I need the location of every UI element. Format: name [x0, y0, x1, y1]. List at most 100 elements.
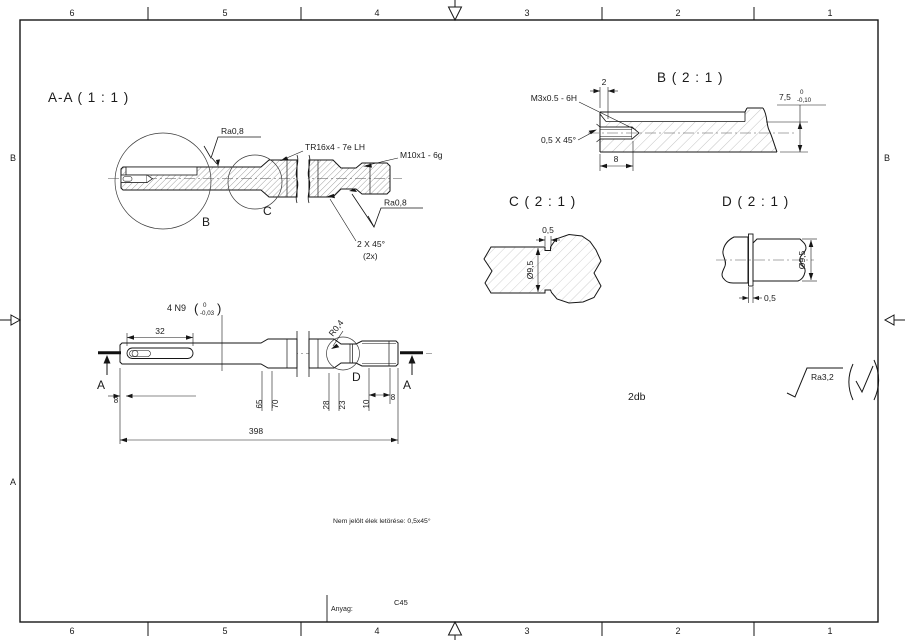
leader-arrow [331, 343, 340, 349]
main-dim-8-right: 8 [391, 393, 396, 402]
aa-m10-label: M10x1 - 6g [400, 150, 443, 160]
leader-arrow [363, 163, 372, 168]
aa-keyway [125, 166, 198, 176]
d-dim-05-text: 0,5 [764, 293, 776, 303]
aa-thread-label: TR16x4 - 7e LH [305, 142, 365, 152]
b-dim-2-text: 2 [602, 77, 607, 87]
main-keyway-label: 4 N9 [167, 303, 186, 313]
c-dim-dia-text: Ø9,5 [525, 261, 535, 280]
main-dim-32 [126, 333, 194, 346]
surface-finish-value: Ra3,2 [811, 372, 834, 382]
aa-detail-circle-c [227, 154, 283, 210]
main-dim-28: 28 [322, 400, 331, 409]
paren-right [873, 359, 879, 401]
c-body [483, 233, 602, 304]
main-detail-d-label: D [352, 370, 361, 384]
d-dim-05 [739, 287, 762, 303]
main-dim-total-text: 398 [249, 426, 263, 436]
view-detail-b: B ( 2 : 1 ) 2 [531, 70, 826, 171]
zone-bottom-6: 6 [69, 626, 74, 636]
aa-shaft-right [308, 159, 391, 198]
frame-border [19, 19, 879, 623]
main-dim-total [120, 437, 398, 443]
b-dim-75-text: 7,5 [779, 92, 791, 102]
leader-arrow [216, 159, 220, 167]
center-mark-right [883, 314, 905, 326]
leader-arrow [349, 188, 357, 192]
c-dim-05-text: 0,5 [542, 225, 554, 235]
zone-bottom-1: 1 [827, 626, 832, 636]
aa-surface-finish-right [349, 188, 423, 228]
center-mark-top [447, 0, 463, 22]
main-extension-lines [108, 368, 399, 444]
main-section-plane [98, 351, 423, 375]
b-tol-high: 0 [800, 89, 804, 96]
zone-labels: 6 5 4 3 2 1 6 5 4 3 2 1 B A B [10, 8, 890, 636]
aa-chamfer-label: 2 X 45° [357, 239, 385, 249]
zone-bottom-2: 2 [675, 626, 680, 636]
aa-ra-top-label: Ra0,8 [221, 126, 244, 136]
main-dim-70: 70 [271, 399, 280, 408]
aa-detail-c-label: C [263, 204, 272, 218]
b-dim-8 [599, 141, 634, 171]
main-keyway-tol-low: -0,03 [200, 310, 215, 317]
d-dim-dia [802, 238, 817, 282]
row-left-b: B [10, 153, 16, 163]
b-m3-label: M3x0.5 - 6H [531, 93, 577, 103]
center-mark-bottom [447, 620, 463, 640]
main-keyway-callout: 4 N9 ( 0 -0,03 ) [167, 301, 223, 371]
c-dim-dia [535, 248, 541, 292]
center-mark-left [0, 314, 22, 326]
view-aa-title: A-A ( 1 : 1 ) [48, 90, 129, 105]
main-keyway [126, 347, 194, 359]
material-label: Anyag: [331, 606, 353, 613]
leader-arrow [327, 193, 335, 199]
b-dim-2 [590, 87, 618, 119]
view-b-title: B ( 2 : 1 ) [657, 70, 724, 85]
b-chamfer-label: 0,5 X 45° [541, 135, 576, 145]
view-main-shaft: D A A 4 N9 ( 0 -0,03 ) 32 [97, 301, 432, 444]
zone-top-4: 4 [374, 8, 379, 18]
edge-break-note: Nem jelölt élek letörése: 0,5x45° [333, 517, 431, 525]
view-detail-c: C ( 2 : 1 ) 0,5 Ø9,5 [483, 194, 602, 304]
b-hatch [600, 109, 777, 152]
paren-open: ( [194, 301, 199, 316]
c-dim-05 [536, 236, 560, 249]
row-left-a: A [10, 477, 16, 487]
zone-bottom-4: 4 [374, 626, 379, 636]
view-section-aa: A-A ( 1 : 1 ) B C Ra0,8 [48, 90, 443, 261]
aa-ra-right-label: Ra0,8 [384, 198, 407, 208]
aa-detail-b-label: B [202, 215, 210, 229]
zone-top-2: 2 [675, 8, 680, 18]
surface-finish-general: Ra3,2 [786, 359, 879, 401]
aa-break-gap [298, 154, 308, 204]
main-section-a-right: A [403, 378, 411, 392]
row-right-b: B [884, 153, 890, 163]
main-radius-label: R0,4 [327, 318, 346, 339]
zone-bottom-3: 3 [524, 626, 529, 636]
d-dim-dia-text: Ø9,5 [797, 251, 807, 270]
b-tol-low: -0,10 [797, 97, 812, 104]
main-shaft-right [308, 338, 399, 369]
aa-chamfer-qty: (2x) [363, 251, 378, 261]
main-detail-circle-d [326, 336, 360, 371]
check-symbol [855, 365, 874, 394]
main-dim-10: 10 [362, 399, 371, 408]
main-dim-65: 65 [255, 399, 264, 408]
aa-surface-finish-top [203, 136, 261, 167]
title-block: Anyag: C45 [326, 595, 408, 622]
main-dim-23: 23 [338, 400, 347, 409]
main-dim-8-left: 8 [114, 396, 119, 405]
view-d-title: D ( 2 : 1 ) [722, 194, 789, 209]
zone-top-3: 3 [524, 8, 529, 18]
paren-close: ) [217, 301, 221, 316]
b-dim-75 [766, 104, 826, 153]
zone-top-6: 6 [69, 8, 74, 18]
view-c-title: C ( 2 : 1 ) [509, 194, 576, 209]
main-dim-32-text: 32 [155, 326, 165, 336]
zone-top-1: 1 [827, 8, 832, 18]
b-dim-8-text: 8 [614, 154, 619, 164]
